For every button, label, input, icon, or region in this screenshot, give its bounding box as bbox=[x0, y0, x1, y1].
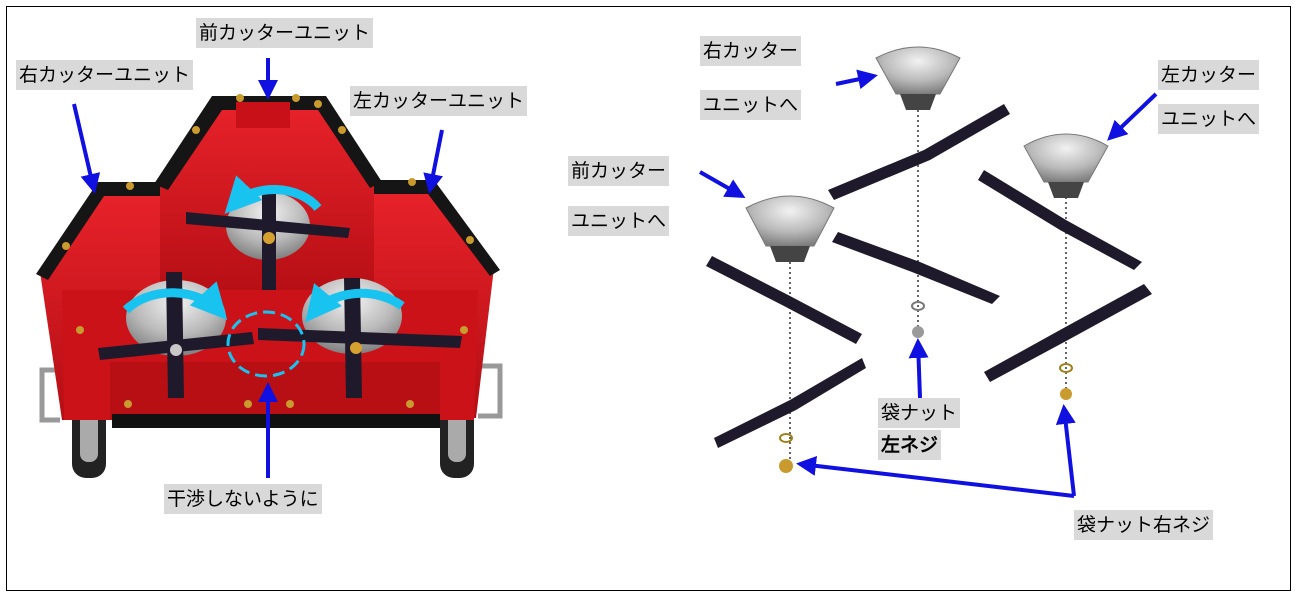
cap-nut-left-thread-label-line2: 左ネジ bbox=[878, 430, 942, 460]
right-unit-rotation-arrow-icon bbox=[122, 281, 228, 321]
left-unit-cup bbox=[1023, 133, 1109, 198]
cap-nut-right-thread-label: 袋ナット右ネジ bbox=[1074, 510, 1214, 540]
to-left-unit-label-line1: 左カッター bbox=[1158, 60, 1260, 90]
front-unit-cup bbox=[745, 195, 835, 262]
mower-deck-illustration bbox=[36, 58, 503, 478]
interference-zone-circle bbox=[226, 310, 306, 378]
to-right-unit-arrow-icon bbox=[835, 69, 878, 90]
exploded-blade-diagram bbox=[699, 46, 1158, 498]
to-front-unit-arrow-icon bbox=[699, 170, 746, 198]
to-front-unit-label-line1: 前カッター bbox=[568, 156, 670, 186]
front-rotation-arrow-icon bbox=[224, 175, 322, 214]
left-cutter-unit-label: 左カッターユニット bbox=[350, 86, 528, 116]
right-thread-nut-arrow-left-icon bbox=[796, 455, 1075, 498]
exploded-blades bbox=[706, 104, 1152, 448]
to-front-unit-label-line2: ユニットへ bbox=[568, 206, 670, 236]
to-left-unit-label-line2: ユニットへ bbox=[1158, 104, 1260, 134]
right-cutter-unit-label: 右カッターユニット bbox=[16, 60, 194, 90]
to-right-unit-label-line2: ユニットへ bbox=[700, 90, 802, 120]
figure-frame bbox=[6, 6, 1291, 591]
left-unit-arrow-icon bbox=[423, 129, 444, 194]
to-left-unit-arrow-icon bbox=[1107, 92, 1158, 141]
no-interfere-label: 干渉しないように bbox=[164, 484, 322, 514]
right-thread-nut-arrow-up-icon bbox=[1055, 404, 1076, 497]
cap-nut-left-thread-label-line1: 袋ナット bbox=[878, 398, 961, 428]
right-unit-cup bbox=[875, 46, 961, 110]
left-thread-nut-arrow-icon bbox=[908, 338, 929, 399]
right-cutter-unit-cover bbox=[36, 182, 160, 280]
left-unit-rotation-arrow-icon bbox=[305, 283, 405, 323]
hardware bbox=[779, 301, 1073, 473]
front-cutter-unit-cover bbox=[154, 96, 382, 190]
bolts bbox=[62, 94, 474, 408]
right-unit-arrow-icon bbox=[72, 103, 101, 194]
left-cutter-unit-cover bbox=[372, 180, 500, 276]
to-right-unit-label-line1: 右カッター bbox=[700, 36, 802, 66]
front-cutter-unit-label: 前カッターユニット bbox=[196, 18, 374, 48]
